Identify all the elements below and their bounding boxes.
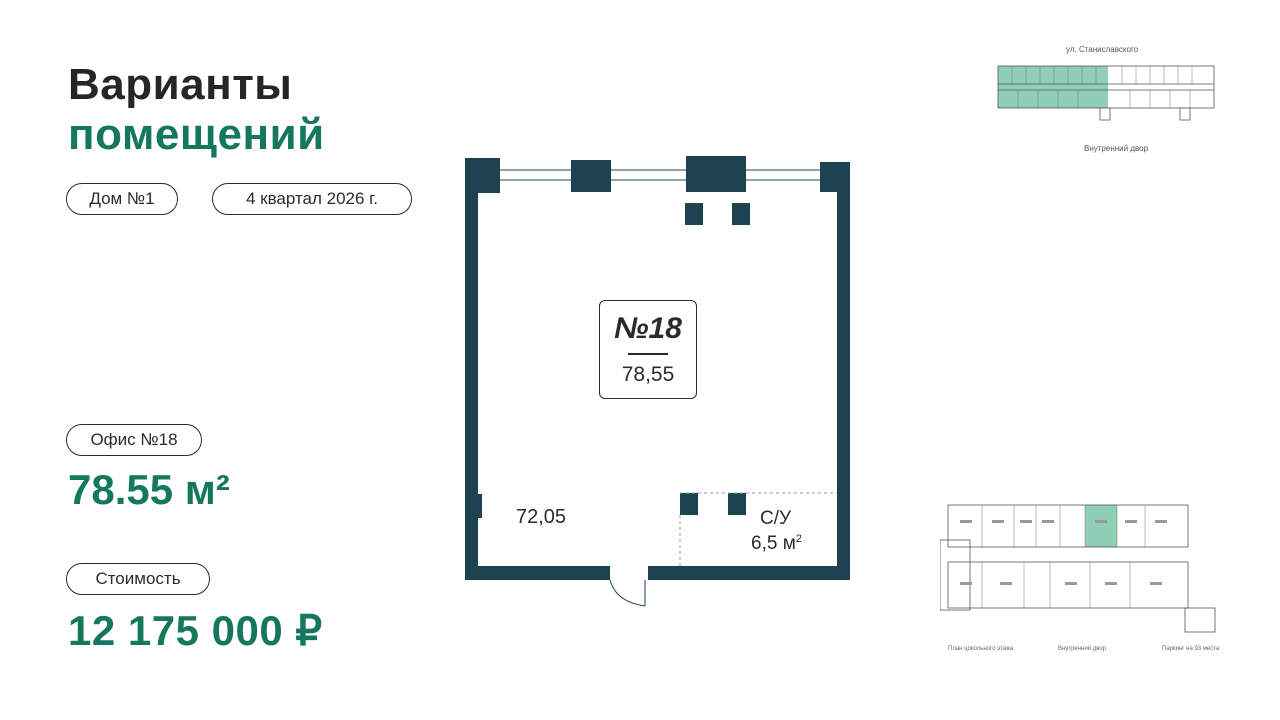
main-room-area: 72,05 [516, 506, 567, 528]
office-area: 78.55 м² [68, 466, 230, 513]
yard-caption: Внутренний двор [1058, 646, 1107, 652]
page-title-line2: помещений [68, 110, 325, 159]
wc-label: С/У [760, 508, 792, 529]
street-label: ул. Станиславского [1066, 45, 1139, 54]
room-label-box [599, 300, 697, 399]
page-title-line1: Варианты [68, 60, 293, 109]
cost-tag: Стоимость [66, 563, 210, 595]
quarter-tag: 4 квартал 2026 г. [212, 183, 412, 215]
room-number: №18 [614, 312, 682, 345]
parking-caption: Паркинг на 93 места [1162, 646, 1220, 652]
floor-plan [465, 156, 850, 607]
office-tag: Офис №18 [66, 424, 202, 456]
room-area: 78,55 [621, 363, 675, 386]
building-mini-map [997, 65, 1215, 121]
floor-mini-map [940, 504, 1216, 633]
wc-area: 6,5 м2 [751, 533, 802, 554]
yard-label-top: Внутренний двор [1084, 144, 1149, 153]
room-divider [628, 353, 668, 355]
floor-caption: План цокольного этажа [948, 646, 1014, 652]
office-price: 12 175 000 ₽ [68, 607, 323, 654]
house-tag: Дом №1 [66, 183, 178, 215]
